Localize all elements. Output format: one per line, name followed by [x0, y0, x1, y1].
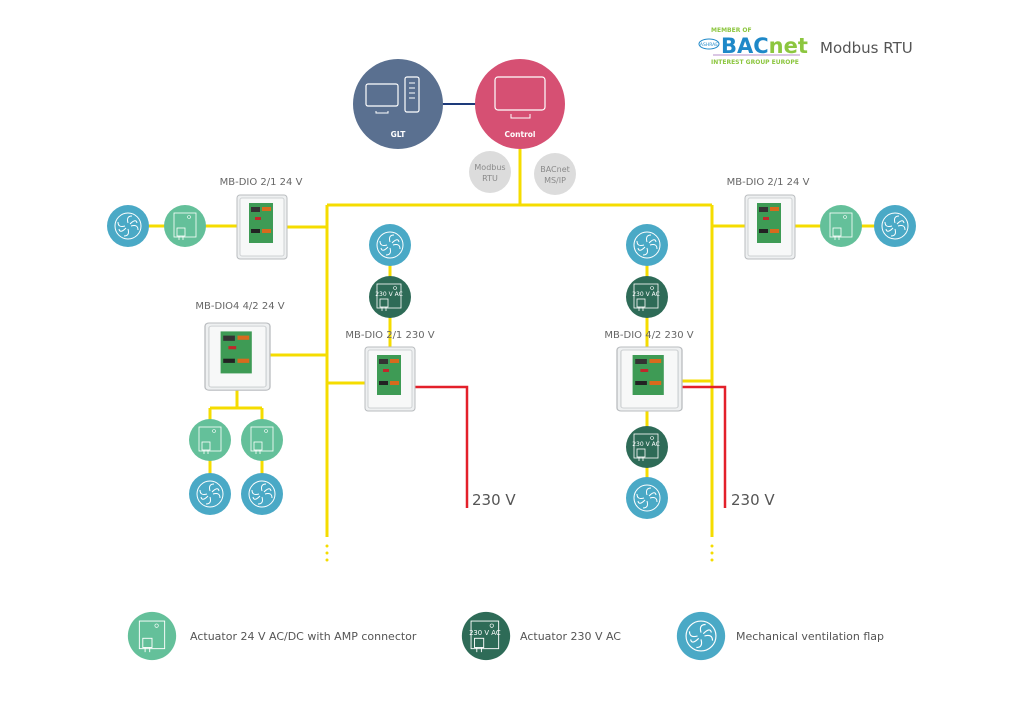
bus-continuation-dots — [325, 544, 714, 562]
device-mb-dio-2-1-24v-left — [236, 194, 288, 260]
legend-ventilation-flap-label: Mechanical ventilation flap — [736, 630, 884, 643]
power-label-left: 230 V — [472, 491, 516, 509]
ventilation-flap-icon — [240, 472, 284, 516]
legend-actuator-230v-label: Actuator 230 V AC — [520, 630, 621, 643]
control-node: Control — [475, 59, 565, 149]
logo-brand-text: BACnet — [721, 34, 808, 58]
actuator-24v-icon — [240, 418, 284, 462]
actuator-24v-icon — [163, 204, 207, 248]
control-label: Control — [504, 130, 535, 139]
protocol-modbus-rtu: Modbus RTU — [469, 151, 511, 193]
ventilation-flap-icon — [368, 223, 412, 267]
glt-node: GLT — [353, 59, 443, 149]
logo-group-text: INTEREST GROUP EUROPE — [711, 59, 799, 66]
logo-ashrae-text: ASHRAE — [700, 42, 718, 48]
bacnet-logo: MEMBER OF ASHRAE BACnet INTEREST GROUP E… — [698, 27, 808, 66]
power-line-left — [415, 385, 469, 508]
actuator-24v-icon — [188, 418, 232, 462]
legend: Actuator 24 V AC/DC with AMP connector A… — [127, 611, 884, 661]
legend-ventilation-flap-icon — [676, 611, 726, 661]
device-mb-dio-4-2-230v — [616, 346, 683, 412]
device-mb-dio4-4-2-24v — [204, 322, 271, 391]
legend-actuator-24v-icon — [127, 611, 177, 661]
actuator-230v-icon — [625, 275, 669, 319]
protocol-line: Modbus — [474, 163, 505, 172]
ventilation-flap-icon — [625, 223, 669, 267]
actuator-24v-icon — [819, 204, 863, 248]
device-mb-dio-2-1-230v — [364, 346, 416, 412]
actuator-230v-icon — [625, 425, 669, 469]
monitor-icon — [365, 83, 399, 107]
power-line-right — [682, 385, 727, 508]
legend-actuator-24v-label: Actuator 24 V AC/DC with AMP connector — [190, 630, 417, 643]
server-icon — [404, 76, 420, 113]
power-label-right: 230 V — [731, 491, 775, 509]
protocol-line: MS/IP — [544, 176, 566, 185]
device-label: MB-DIO 2/1 230 V — [345, 330, 434, 341]
protocol-title: Modbus RTU — [820, 39, 913, 57]
device-label: MB-DIO 2/1 24 V — [727, 177, 810, 188]
monitor-icon — [494, 76, 546, 111]
ventilation-flap-icon — [625, 476, 669, 520]
actuator-230v-icon — [368, 275, 412, 319]
ventilation-flap-icon — [106, 204, 150, 248]
logo-member-text: MEMBER OF — [711, 27, 752, 34]
ventilation-flap-icon — [188, 472, 232, 516]
device-mb-dio-2-1-24v-right — [744, 194, 796, 260]
protocol-bacnet-msip: BACnet MS/IP — [534, 153, 576, 195]
protocol-line: RTU — [482, 174, 498, 183]
device-label: MB-DIO 4/2 230 V — [604, 330, 693, 341]
glt-label: GLT — [391, 130, 407, 139]
legend-actuator-230v-icon — [461, 611, 511, 661]
device-label: MB-DIO4 4/2 24 V — [195, 301, 284, 312]
protocol-line: BACnet — [540, 165, 570, 174]
device-label: MB-DIO 2/1 24 V — [220, 177, 303, 188]
ventilation-flap-icon — [873, 204, 917, 248]
